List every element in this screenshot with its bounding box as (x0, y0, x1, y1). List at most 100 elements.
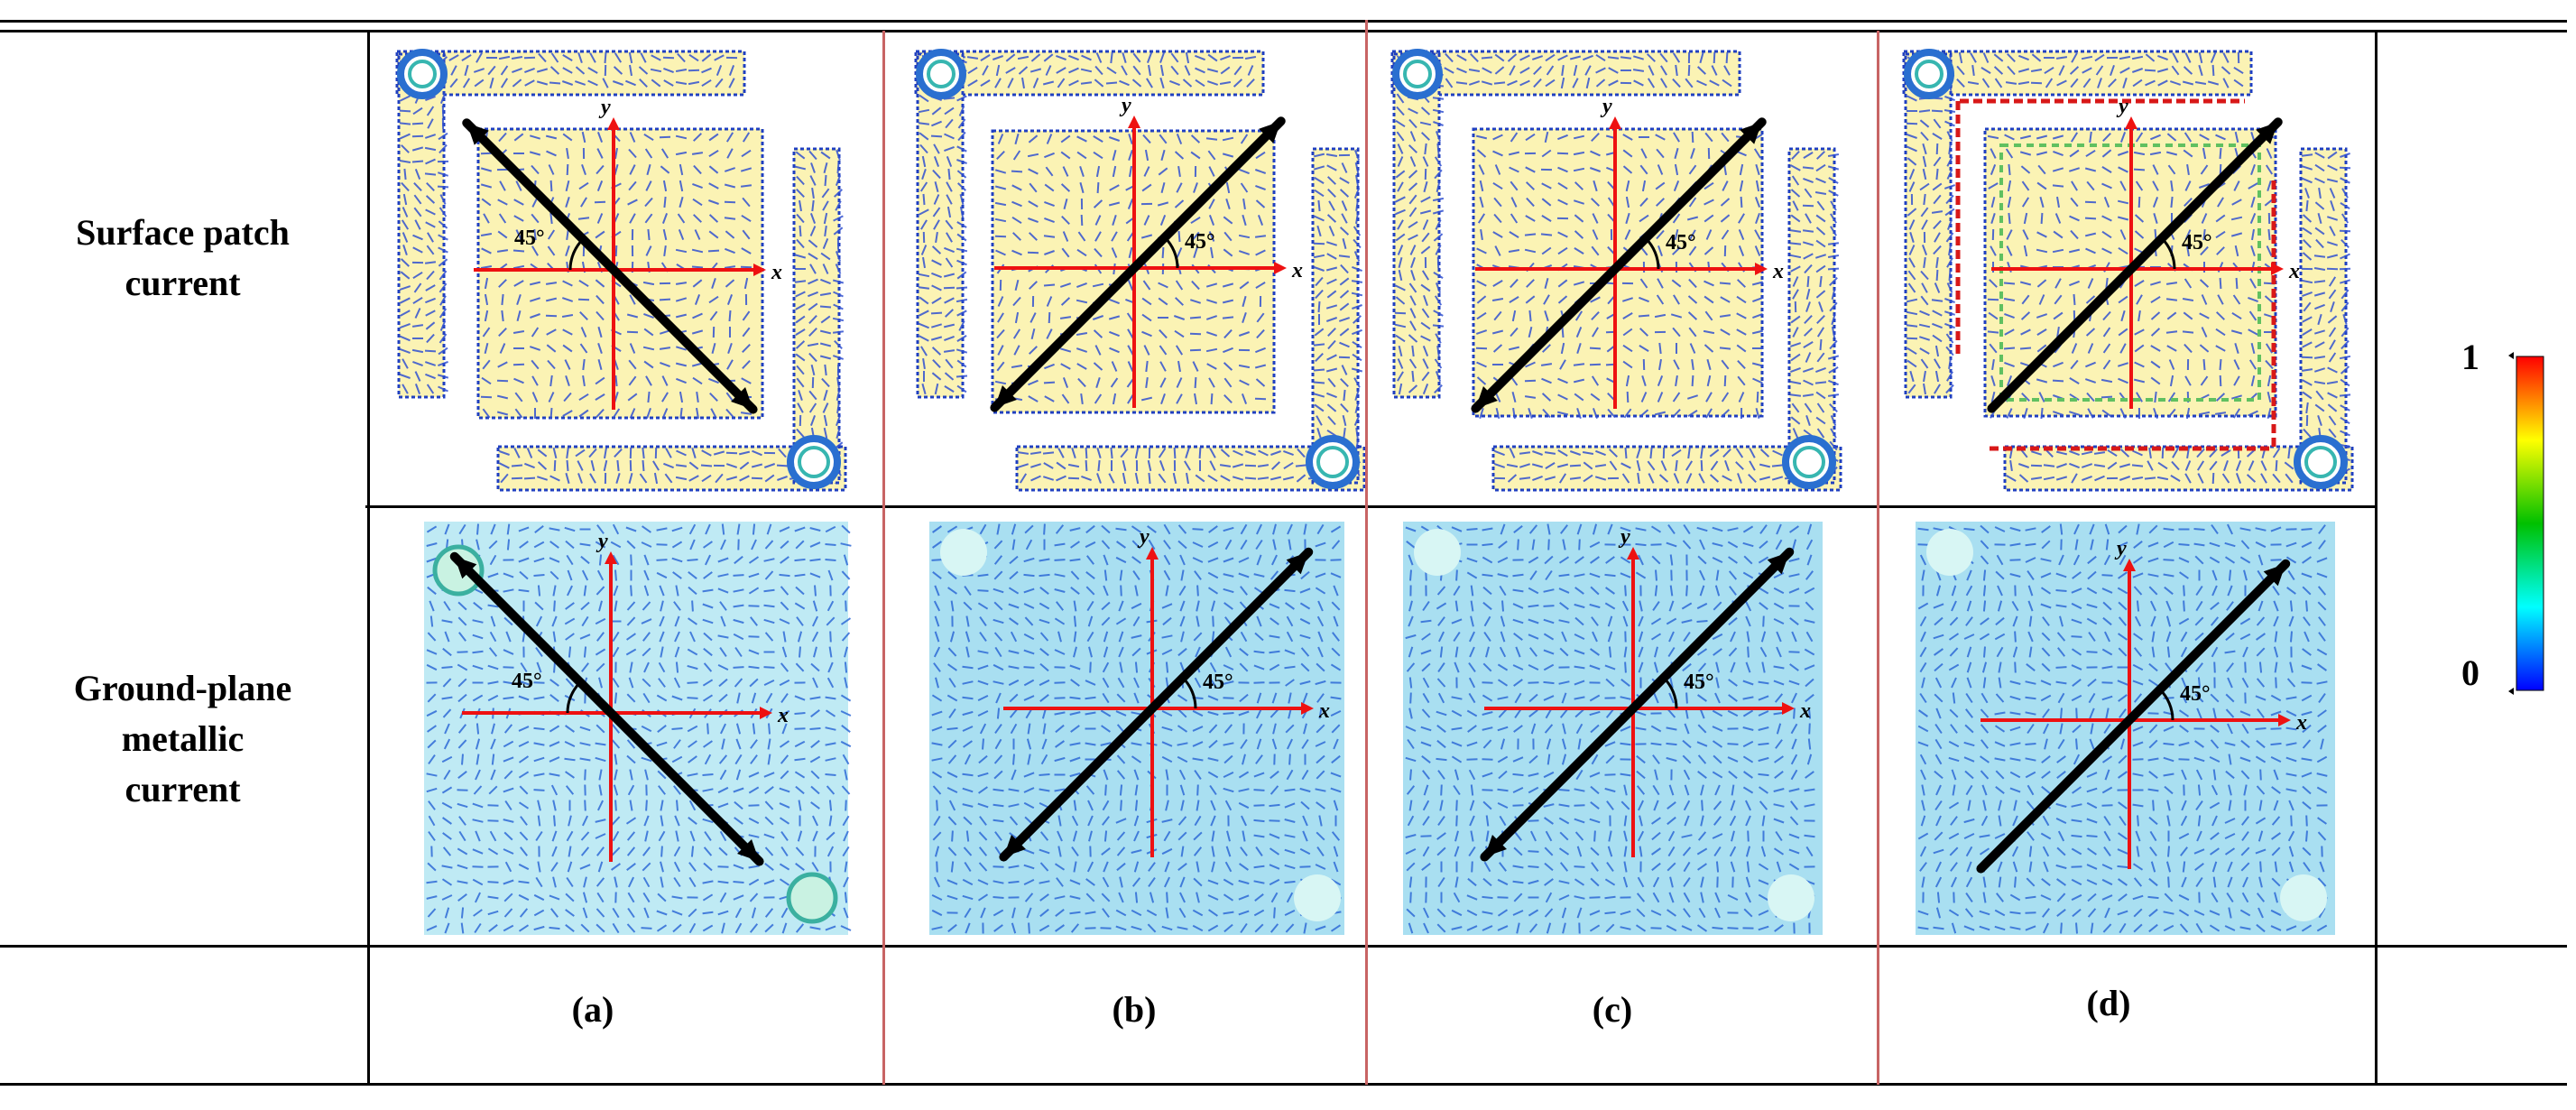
y-axis-label: y (1600, 95, 1612, 118)
y-axis-head (2123, 559, 2136, 571)
polarization-arrow-head-start (454, 556, 477, 579)
polarization-arrow (1471, 117, 1767, 413)
feed-via (916, 49, 966, 99)
x-axis-head (760, 707, 772, 719)
caption-b: (b) (1112, 989, 1157, 1030)
feed-via-inner (1316, 446, 1349, 478)
column-line-right (2375, 31, 2377, 1085)
y-axis-head (1627, 547, 1639, 560)
angle-arc (2158, 689, 2174, 721)
angle-arc (566, 681, 582, 714)
angle-label: 45° (514, 227, 545, 250)
y-axis-head (607, 117, 620, 130)
polarization-arrow (449, 551, 764, 866)
x-axis-label: x (2295, 711, 2307, 735)
feed-via (1392, 49, 1443, 99)
y-axis-label: y (2114, 537, 2127, 560)
current-region (2299, 147, 2348, 485)
polarization-arrow-head-end (1259, 121, 1281, 143)
feed-via-inner (1915, 60, 1944, 88)
polarization-arrow-head-end (737, 839, 760, 862)
y-axis-head (1146, 547, 1159, 560)
polarization-arrow-head-end (731, 387, 753, 410)
x-axis-head (753, 264, 766, 276)
polarization-arrow-head-start (1003, 835, 1026, 857)
polarization-arrow-head-start (994, 385, 1017, 408)
ground-via (432, 544, 485, 597)
polarization-arrow (990, 116, 1286, 412)
angle-label: 45° (1203, 671, 1233, 694)
polarization-arrow (1987, 117, 2283, 413)
polarization-arrow-head-end (2256, 122, 2278, 144)
row-label-line: current (125, 263, 241, 303)
feed-via (1782, 435, 1836, 489)
row-separator-1 (365, 505, 2377, 508)
x-axis-head (2271, 263, 2284, 275)
feed-via-inner (1403, 60, 1432, 88)
column-divider-cd (1877, 31, 1879, 1085)
angle-arc (1181, 677, 1197, 709)
current-vector-field (2006, 447, 2346, 485)
feed-via (2294, 435, 2348, 489)
angle-label: 45° (1666, 231, 1696, 254)
polarization-arrow (1976, 559, 2291, 874)
feed-via-inner (798, 446, 830, 478)
ground-via (1768, 874, 1814, 921)
ground-via (1294, 874, 1341, 921)
row-label-line: metallic (121, 718, 245, 759)
angle-arc (568, 238, 585, 271)
angle-label: 45° (2182, 231, 2212, 254)
y-axis-head (605, 551, 617, 564)
angle-label: 45° (1185, 230, 1215, 254)
feed-via (787, 435, 841, 489)
row-label-line: Surface patch (76, 212, 290, 253)
y-axis-label: y (1137, 525, 1150, 549)
angle-label: 45° (2180, 682, 2211, 706)
feed-via-inner (1793, 446, 1825, 478)
current-vector-field (499, 447, 836, 485)
angle-arc (1163, 236, 1179, 269)
caption-a: (a) (571, 989, 614, 1030)
y-axis-label: y (1119, 94, 1131, 117)
x-axis-label: x (1799, 699, 1811, 723)
colorbar (2516, 356, 2544, 691)
ground-via (1414, 529, 1461, 576)
current-vector-field (1405, 523, 1815, 934)
colorbar-max-label: 1 (2461, 337, 2479, 377)
angle-arc (1644, 237, 1660, 270)
polarization-arrow-head-end (1740, 122, 1762, 144)
polarization-arrow-head-end (2263, 563, 2286, 587)
polarization-arrow (462, 118, 758, 414)
x-axis-label: x (771, 261, 782, 284)
polarization-arrow-head-start (466, 123, 489, 145)
current-vector-field (931, 523, 1342, 934)
row-label-line: current (125, 769, 241, 809)
feed-via-inner (2304, 446, 2337, 478)
ground-via (786, 872, 838, 924)
current-region (1902, 50, 2253, 97)
current-vector-field (1917, 523, 2328, 934)
x-axis-head (1274, 262, 1287, 274)
x-axis-head (2278, 714, 2291, 726)
caption-c: (c) (1592, 989, 1633, 1030)
colorbar-min-label: 0 (2461, 652, 2479, 693)
caption-d: (d) (2086, 983, 2131, 1023)
x-axis-head (1755, 263, 1768, 275)
y-axis-label: y (596, 530, 608, 553)
current-vector-field (1017, 447, 1358, 485)
angle-arc (2160, 237, 2176, 270)
x-axis-head (1301, 702, 1314, 715)
x-axis-label: x (1318, 699, 1330, 723)
current-vector-field (1493, 447, 1834, 485)
feed-via (1904, 49, 1954, 99)
current-region (1390, 50, 1741, 97)
polarization-arrow-head-end (1767, 551, 1790, 575)
column-divider-ab (882, 31, 885, 1085)
x-axis-label: x (777, 704, 789, 727)
y-axis-label: y (1618, 525, 1630, 549)
y-axis-head (1128, 116, 1140, 128)
